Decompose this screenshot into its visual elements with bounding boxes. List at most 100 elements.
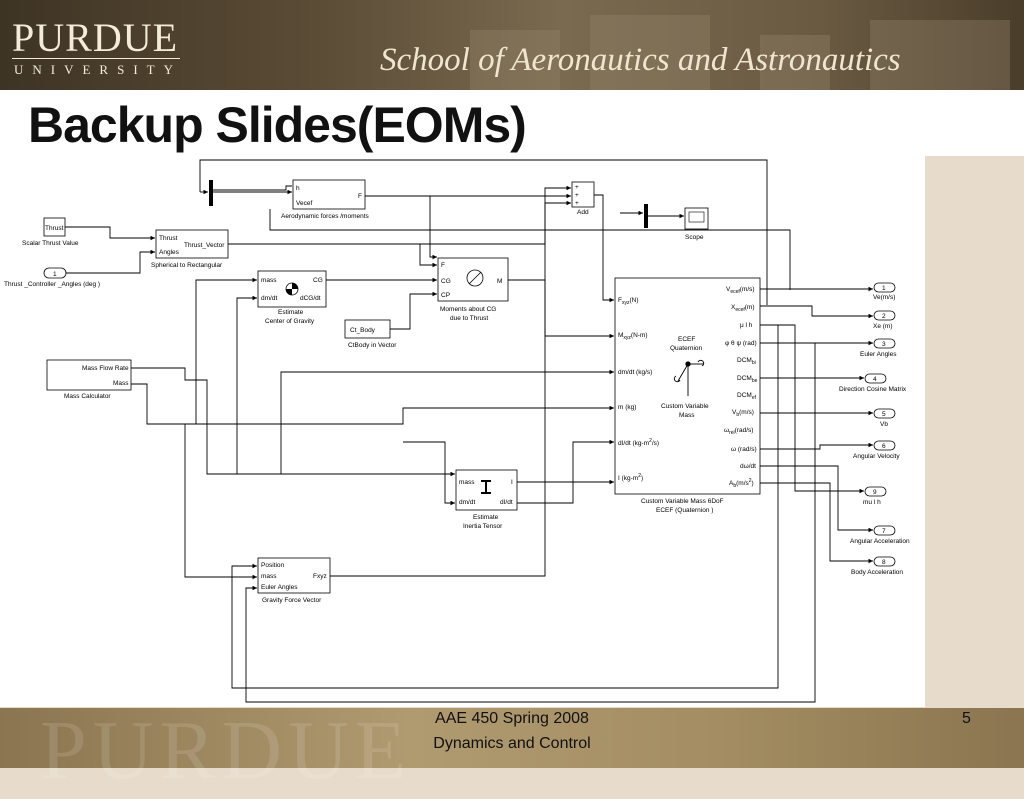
svg-text:Mxyz(N-m): Mxyz(N-m) — [618, 332, 648, 341]
ctbody-caption: CtBody in Vector — [348, 342, 397, 349]
sixdof-center-4: Mass — [679, 412, 695, 419]
add-sign: + — [575, 200, 579, 207]
inertia-out-i: I — [511, 479, 513, 486]
outport-7-label: Angular Acceleration — [850, 538, 910, 545]
title-area — [0, 90, 1024, 156]
axes-icon — [673, 359, 705, 396]
ctbody-label: Ct_Body — [350, 327, 376, 334]
svg-text:ωrel(rad/s): ωrel(rad/s) — [724, 427, 753, 436]
simulink-diagram: h Vecef F Aerodynamic forces /moments + … — [0, 155, 925, 707]
gravity-in-euler: Euler Angles — [261, 584, 298, 591]
thrust-constant-caption: Scalar Thrust Value — [22, 240, 79, 247]
svg-text:9: 9 — [873, 489, 877, 496]
sph2rect-in2: Angles — [159, 249, 180, 256]
inertia-caption-1: Estimate — [473, 514, 499, 521]
add-sign: + — [575, 184, 579, 191]
inport-1-num: 1 — [53, 271, 57, 278]
outport-5-label: Vb — [880, 421, 888, 428]
inertia-in-dmdt: dm/dt — [459, 499, 475, 506]
sixdof-in-m-kg: m (kg) — [618, 404, 636, 411]
svg-text:dI/dt (kg-m2/s): dI/dt (kg-m2/s) — [618, 438, 659, 447]
outport-3-label: Euler Angles — [860, 351, 897, 358]
mass-calc-out-mass: Mass — [113, 380, 129, 387]
signal-lines — [65, 159, 873, 703]
cg-in-dmdt: dm/dt — [261, 295, 277, 302]
sixdof-in-i: I (kg-m — [618, 475, 638, 482]
sixdof-in-dmdt: dm/dt (kg/s) — [618, 369, 652, 376]
aero-caption: Aerodynamic forces /moments — [281, 213, 370, 220]
sixdof-block: Fxyz(N) Mxyz(N-m) dm/dt (kg/s) m (kg) dI… — [614, 277, 761, 514]
inertia-caption-2: Inertia Tensor — [463, 523, 503, 530]
scope-block: Scope — [684, 207, 709, 241]
inertia-out-didt: dI/dt — [500, 499, 513, 506]
outport-9: 9 mu l h — [863, 486, 887, 506]
outport-5: 5 Vb — [873, 408, 896, 428]
sph2rect-block: Thrust Angles Thrust_Vector Spherical to… — [151, 229, 229, 269]
aero-in-h: h — [296, 185, 300, 192]
outport-6: 6 Angular Velocity — [853, 440, 900, 460]
moments-in-cp: CP — [441, 292, 450, 299]
sixdof-out-omega: ω (rad/s) — [731, 446, 757, 453]
svg-text:4: 4 — [873, 376, 877, 383]
svg-text:2: 2 — [882, 313, 886, 320]
cg-caption-1: Estimate — [278, 309, 304, 316]
gravity-block: Position mass Euler Angles Fxyz Gravity … — [257, 557, 331, 604]
svg-text:DCMef: DCMef — [737, 392, 757, 401]
sixdof-caption-1: Custom Variable Mass 6DoF — [641, 498, 724, 505]
sixdof-in-f: F — [618, 297, 622, 304]
thrust-constant-label: Thrust — [45, 225, 64, 232]
outport-1: 1 Ve(m/s) — [873, 282, 895, 301]
moments-in-cg: CG — [441, 278, 451, 285]
gravity-out-fxyz: Fxyz — [313, 573, 327, 580]
page-number: 5 — [962, 710, 971, 727]
outport-4: 4 Direction Cosine Matrix — [839, 373, 907, 393]
outport-2: 2 Xe (m) — [873, 310, 896, 330]
svg-text:7: 7 — [882, 528, 886, 535]
svg-text:6: 6 — [882, 443, 886, 450]
slide-title: Backup Slides(EOMs) — [28, 97, 527, 153]
outport-6-label: Angular Velocity — [853, 453, 900, 460]
outport-7: 7 Angular Acceleration — [850, 525, 910, 545]
outport-9-label: mu l h — [863, 499, 881, 506]
school-name: School of Aeronautics and Astronautics — [380, 42, 901, 78]
scope-caption: Scope — [685, 234, 704, 241]
moment-rotation-icon — [466, 269, 484, 287]
outport-8-label: Body Acceleration — [851, 569, 903, 576]
aero-out-f: F — [358, 193, 362, 200]
inport-1-caption: Thrust _Controller _Angles (deg ) — [4, 281, 100, 288]
svg-text:Xecef(m): Xecef(m) — [731, 304, 755, 313]
outport-4-label: Direction Cosine Matrix — [839, 386, 907, 393]
inertia-in-mass: mass — [459, 479, 475, 486]
footer-course: AAE 450 Spring 2008 — [435, 710, 589, 727]
gravity-in-position: Position — [261, 562, 285, 569]
purdue-logo-subtitle: UNIVERSITY — [14, 62, 182, 77]
svg-text:5: 5 — [882, 411, 886, 418]
cg-out-dcgdt: dCG/dt — [300, 295, 321, 302]
sixdof-center-2: Quaternion — [670, 345, 703, 352]
outport-3: 3 Euler Angles — [860, 338, 897, 358]
footer-topic: Dynamics and Control — [433, 735, 591, 752]
sixdof-out-mu: μ l h — [740, 322, 753, 329]
gravity-caption: Gravity Force Vector — [262, 597, 322, 604]
inertia-block: mass dm/dt I dI/dt Estimate Inertia Tens… — [455, 469, 518, 530]
svg-text:DCMbi: DCMbi — [737, 357, 756, 366]
svg-text:Fxyz(N): Fxyz(N) — [618, 297, 639, 306]
moments-caption-1: Moments about CG — [440, 306, 496, 313]
sph2rect-caption: Spherical to Rectangular — [151, 262, 223, 269]
svg-text:Vb(m/s): Vb(m/s) — [732, 409, 754, 418]
sixdof-center-3: Custom Variable — [661, 403, 709, 410]
inport-1: 1 Thrust _Controller _Angles (deg ) — [4, 267, 100, 288]
sixdof-out-domega: dω/dt — [740, 463, 756, 470]
svg-text:DCMbe: DCMbe — [737, 375, 758, 384]
svg-text:Vecef(m/s): Vecef(m/s) — [726, 286, 755, 295]
mass-calculator-block: Mass Flow Rate Mass Mass Calculator — [46, 359, 132, 400]
thrust-constant-block: Thrust Scalar Thrust Value — [22, 217, 79, 247]
moments-caption-2: due to Thrust — [450, 315, 488, 322]
gravity-in-mass: mass — [261, 573, 277, 580]
moments-out-m: M — [497, 278, 502, 285]
mass-calc-caption: Mass Calculator — [64, 393, 111, 400]
add-caption: Add — [577, 209, 589, 216]
outport-8: 8 Body Acceleration — [851, 556, 903, 576]
ctbody-block: Ct_Body CtBody in Vector — [344, 319, 397, 349]
outport-2-label: Xe (m) — [873, 323, 893, 330]
